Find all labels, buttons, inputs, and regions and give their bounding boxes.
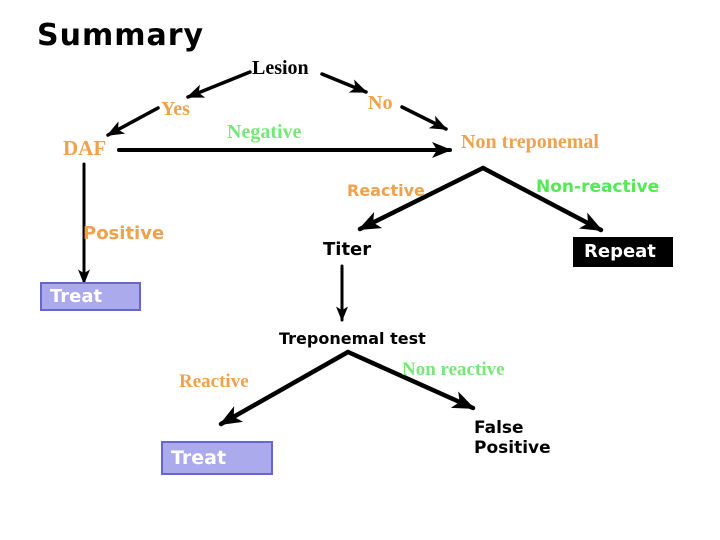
node-false-positive: False Positive xyxy=(474,418,551,459)
edge-label-no: No xyxy=(368,92,393,114)
arrow-treponemal-to-false-positive xyxy=(345,349,476,411)
arrow-nontreponemal-to-titer xyxy=(357,165,486,232)
treat-box-lower: Treat xyxy=(161,441,273,475)
arrow-lesion-to-no xyxy=(320,72,368,94)
treat-box-upper: Treat xyxy=(40,282,141,311)
edge-label-negative: Negative xyxy=(227,121,302,143)
arrow-yes-to-daf xyxy=(106,106,160,137)
edge-label-non-reactive-bottom: Non reactive xyxy=(402,359,505,380)
edge-label-positive: Positive xyxy=(83,223,165,244)
edge-label-yes: Yes xyxy=(161,98,190,120)
arrow-no-to-nontreponemal xyxy=(400,105,448,131)
arrow-treponemal-to-treat xyxy=(218,349,351,427)
node-treponemal-test: Treponemal test xyxy=(279,329,426,348)
edge-label-non-reactive: Non-reactive xyxy=(536,177,660,197)
arrow-lesion-to-yes xyxy=(186,70,252,99)
node-titer: Titer xyxy=(323,239,372,260)
repeat-box: Repeat xyxy=(573,237,673,267)
edge-label-reactive: Reactive xyxy=(347,181,425,200)
node-lesion: Lesion xyxy=(252,57,309,79)
edge-label-reactive-bottom: Reactive xyxy=(179,371,249,392)
arrow-nontreponemal-to-repeat xyxy=(480,165,604,233)
node-daf: DAF xyxy=(63,136,107,160)
node-non-treponemal: Non treponemal xyxy=(461,131,599,153)
slide-title: Summary xyxy=(37,18,205,53)
